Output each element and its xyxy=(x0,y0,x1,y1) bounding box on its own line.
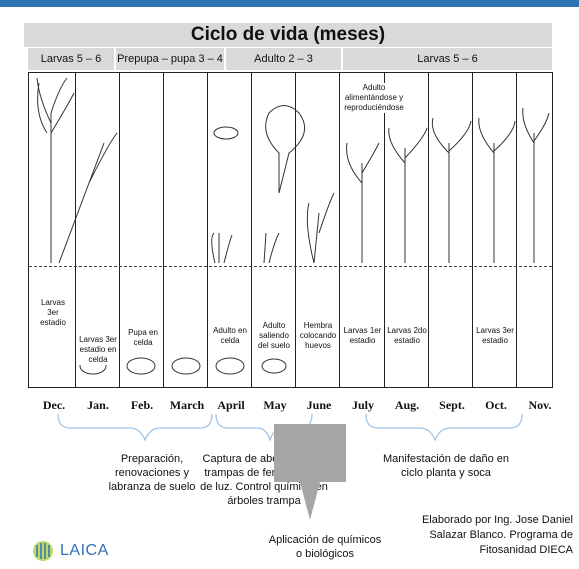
label-june: Hembra colocando huevos xyxy=(298,321,338,351)
label-april: Adulto en celda xyxy=(210,326,250,346)
host-tree xyxy=(265,105,306,194)
label-oct: Larvas 3er estadio xyxy=(475,326,515,346)
pupa-cell-march xyxy=(171,357,201,375)
top-accent-bar xyxy=(0,0,579,7)
label-may: Adulto saliendo del suelo xyxy=(255,321,293,351)
column-july xyxy=(340,73,385,387)
cane-plant-nov xyxy=(522,107,550,263)
cane-plant-sept xyxy=(431,117,472,263)
stage-larvas-2: Larvas 5 – 6 xyxy=(343,48,552,70)
label-adult-top: Adulto alimentándose y reproduciéndose xyxy=(342,83,406,113)
label-aug: Larvas 2do estadio xyxy=(387,326,427,346)
note-chem: Aplicación de químicos o biológicos xyxy=(268,534,382,560)
cane-plant-jan xyxy=(58,132,118,264)
life-cycle-panel: Larvas 3er estadio Larvas 3er estadio en… xyxy=(28,72,553,388)
diagram-title: Ciclo de vida (meses) xyxy=(24,23,552,47)
cane-plant-dec xyxy=(36,77,75,263)
chem-arrow xyxy=(274,424,346,520)
month-oct: Oct. xyxy=(485,398,507,412)
note-damage: Manifestación de daño en ciclo planta y … xyxy=(383,453,509,479)
cane-plant-oct xyxy=(478,117,516,263)
sprout-april xyxy=(211,232,233,264)
column-may xyxy=(252,73,296,387)
month-april: April xyxy=(217,398,245,412)
stage-adulto: Adulto 2 – 3 xyxy=(226,48,341,70)
column-feb xyxy=(120,73,164,387)
stage-prepupa: Prepupa – pupa 3 – 4 xyxy=(116,48,224,70)
label-dec: Larvas 3er estadio xyxy=(36,298,70,328)
column-march xyxy=(164,73,208,387)
adult-cell-april xyxy=(215,357,245,375)
pupa-cell-feb xyxy=(126,357,156,375)
sprout-may xyxy=(263,232,280,264)
month-feb: Feb. xyxy=(130,398,154,412)
month-march: March xyxy=(169,398,205,412)
laica-logo: LAICA xyxy=(31,539,109,563)
column-april xyxy=(208,73,252,387)
label-july: Larvas 1er estadio xyxy=(342,326,383,346)
label-jan: Larvas 3er estadio en celda xyxy=(78,335,118,365)
month-jan: Jan. xyxy=(87,398,109,412)
column-oct xyxy=(473,73,517,387)
month-june: June xyxy=(306,398,332,412)
rain-cloud xyxy=(213,126,239,140)
column-jan xyxy=(76,73,120,387)
note-prep: Preparación, renovaciones y labranza de … xyxy=(108,453,196,493)
month-aug: Aug. xyxy=(394,398,420,412)
ground-line xyxy=(29,266,552,267)
adult-cell-may xyxy=(261,358,287,374)
month-july: July xyxy=(351,398,374,412)
chem-arrow-shape xyxy=(274,424,346,520)
month-may: May xyxy=(263,398,287,412)
stage-larvas-1: Larvas 5 – 6 xyxy=(28,48,114,70)
column-dec xyxy=(29,73,76,387)
month-dec: Dec. xyxy=(42,398,66,412)
bracket-prep xyxy=(57,413,213,442)
bracket-damage xyxy=(365,413,523,442)
laica-logo-icon xyxy=(33,541,53,561)
logo-text: LAICA xyxy=(60,542,109,559)
month-nov: Nov. xyxy=(528,398,552,412)
column-june xyxy=(296,73,340,387)
column-sept xyxy=(429,73,473,387)
column-aug xyxy=(385,73,429,387)
cane-plant-aug xyxy=(388,127,428,263)
sprout-june xyxy=(306,192,335,264)
credit-text: Elaborado por Ing. Jose Daniel Salazar B… xyxy=(421,514,573,556)
label-feb: Pupa en celda xyxy=(125,328,161,348)
cane-plant-july xyxy=(346,142,380,263)
month-sept: Sept. xyxy=(439,398,465,412)
